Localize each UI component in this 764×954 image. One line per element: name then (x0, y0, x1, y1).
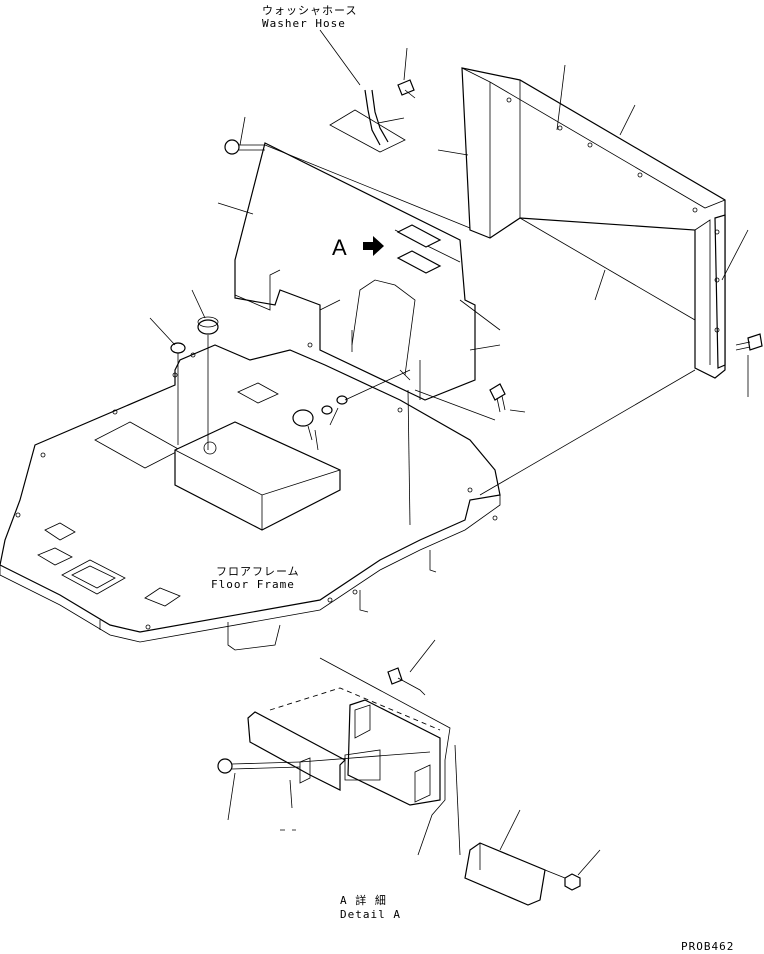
washer-hose-en-label: Washer Hose (262, 17, 346, 30)
detail-bolt-left (217, 758, 301, 774)
grommet-2 (170, 342, 186, 354)
assembly-lines (177, 144, 696, 526)
washer-1 (321, 405, 333, 415)
bolt-center (489, 383, 506, 413)
detail-a-jp-label: A 詳 細 (340, 894, 387, 907)
floor-frame (0, 344, 501, 651)
detail-nut (564, 873, 581, 891)
detail-bolt-top (387, 667, 426, 696)
rear-frame (461, 67, 726, 379)
detail-a (217, 639, 601, 906)
grommet-1 (197, 316, 219, 335)
knob (292, 409, 314, 441)
washer-2 (336, 395, 348, 405)
washer-hose (329, 89, 406, 153)
drawing-code: PROB462 (681, 940, 735, 953)
view-arrow (363, 236, 384, 256)
bolt-top (397, 79, 416, 99)
floor-holes (15, 342, 498, 630)
view-a-label: A (332, 235, 347, 260)
bolt-left (224, 139, 265, 155)
detail-a-en-label: Detail A (340, 908, 401, 921)
floor-frame-en-label: Floor Frame (211, 578, 295, 591)
washer-hose-jp-label: ウォッシャホース (262, 4, 358, 17)
leader-lines (149, 29, 749, 451)
floor-frame-jp-label: フロアフレーム (216, 565, 300, 578)
bolt-right (735, 333, 763, 351)
detail-bracket (464, 842, 546, 906)
rear-panel (234, 142, 476, 401)
